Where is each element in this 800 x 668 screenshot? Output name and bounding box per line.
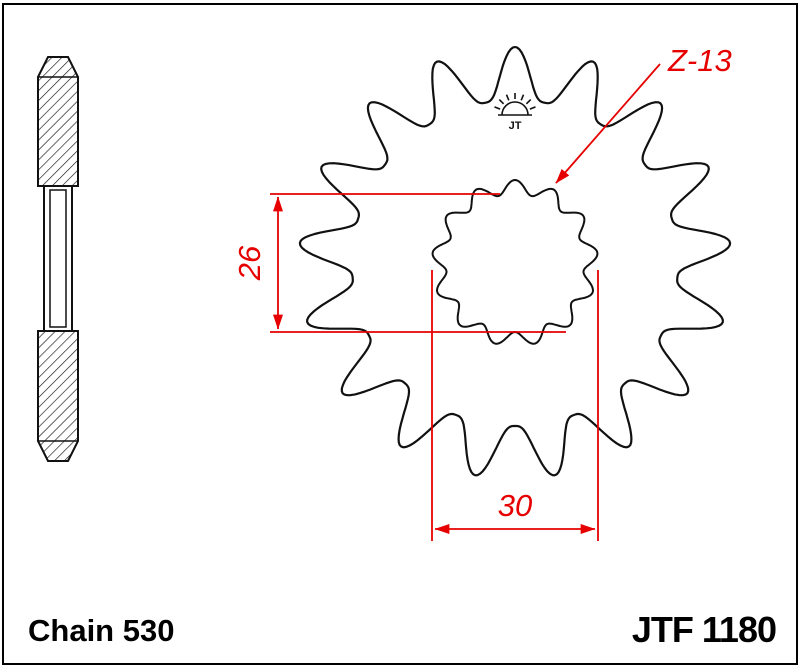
rising-sun-logo-icon: JT xyxy=(494,93,536,132)
dimension-26-label: 26 xyxy=(232,245,267,281)
sun-ray xyxy=(494,106,501,110)
part-number-label: JTF 1180 xyxy=(631,609,777,650)
sun-ray xyxy=(505,94,510,101)
side-view-hub-outer-profile xyxy=(43,185,73,332)
sun-ray xyxy=(498,99,505,105)
sprocket-side-view xyxy=(37,56,79,462)
sun-ray xyxy=(529,106,536,110)
sun-ray xyxy=(520,94,525,101)
side-view-hub-inner-profile xyxy=(49,189,67,328)
spline-callout-group: Z-13 xyxy=(555,43,732,184)
dimension-30-group: 30 xyxy=(431,270,599,541)
sun-rays xyxy=(494,93,536,110)
spline-callout-label: Z-13 xyxy=(667,43,732,78)
sun-ray xyxy=(525,99,532,105)
sprocket-front-view: JT xyxy=(298,45,732,477)
dimension-30-label: 30 xyxy=(498,488,532,523)
callout-leader-line xyxy=(555,63,661,184)
jt-logo-text: JT xyxy=(509,120,522,132)
sun-dome xyxy=(501,101,529,116)
dimension-26-group: 26 xyxy=(232,193,566,333)
chain-size-label: Chain 530 xyxy=(28,613,175,648)
